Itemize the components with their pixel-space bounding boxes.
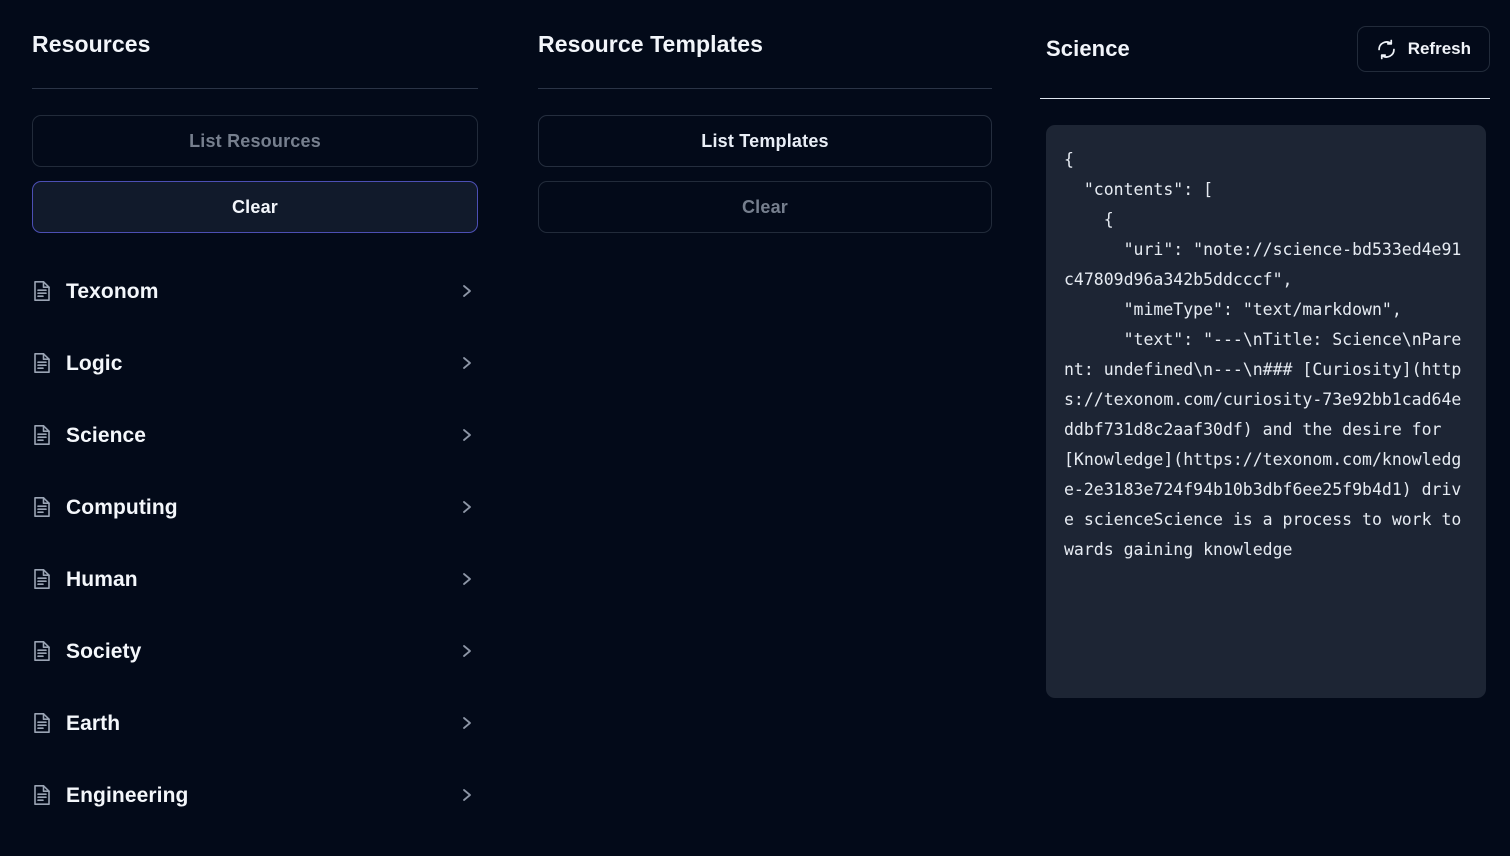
list-item[interactable]: Society xyxy=(32,615,478,687)
refresh-icon xyxy=(1376,39,1397,60)
list-item-label: Texonom xyxy=(66,279,159,303)
templates-title: Resource Templates xyxy=(538,30,764,57)
chevron-right-icon xyxy=(460,425,474,445)
resources-header-divider xyxy=(32,88,478,89)
detail-title: Science xyxy=(1046,36,1130,61)
chevron-right-icon xyxy=(460,281,474,301)
resources-panel: Resources List Resources Clear Texonom xyxy=(0,0,510,856)
list-item[interactable]: Texonom xyxy=(32,255,478,327)
list-item[interactable]: Computing xyxy=(32,471,478,543)
list-templates-button[interactable]: List Templates xyxy=(538,115,992,167)
resource-templates-panel: Resource Templates List Templates Clear xyxy=(510,0,1020,856)
resource-list: Texonom Logic xyxy=(32,233,478,831)
detail-header: Science Refresh xyxy=(1040,0,1490,98)
document-icon xyxy=(32,640,52,662)
chevron-right-icon xyxy=(460,569,474,589)
document-icon xyxy=(32,568,52,590)
chevron-right-icon xyxy=(460,713,474,733)
detail-header-divider xyxy=(1040,98,1490,99)
refresh-label: Refresh xyxy=(1407,39,1471,58)
resources-title: Resources xyxy=(32,30,151,57)
resource-content-json: { "contents": [ { "uri": "note://science… xyxy=(1064,150,1462,559)
resource-detail-panel: Science Refresh { "contents": [ { "uri":… xyxy=(1020,0,1510,856)
resources-clear-button[interactable]: Clear xyxy=(32,181,478,233)
refresh-button[interactable]: Refresh xyxy=(1356,26,1490,72)
chevron-right-icon xyxy=(460,785,474,805)
templates-clear-button[interactable]: Clear xyxy=(538,181,992,233)
document-icon xyxy=(32,784,52,806)
chevron-right-icon xyxy=(460,497,474,517)
templates-header-divider xyxy=(538,88,992,89)
document-icon xyxy=(32,352,52,374)
resources-actions: List Resources Clear xyxy=(32,89,478,233)
list-resources-button[interactable]: List Resources xyxy=(32,115,478,167)
resources-header: Resources xyxy=(32,0,478,88)
document-icon xyxy=(32,496,52,518)
list-item[interactable]: Logic xyxy=(32,327,478,399)
document-icon xyxy=(32,712,52,734)
list-item-label: Computing xyxy=(66,495,178,519)
document-icon xyxy=(32,280,52,302)
chevron-right-icon xyxy=(460,641,474,661)
document-icon xyxy=(32,424,52,446)
list-item-label: Human xyxy=(66,567,138,591)
list-item[interactable]: Science xyxy=(32,399,478,471)
resource-content-viewer[interactable]: { "contents": [ { "uri": "note://science… xyxy=(1046,125,1486,698)
list-item-label: Science xyxy=(66,423,147,447)
list-item-label: Logic xyxy=(66,351,123,375)
chevron-right-icon xyxy=(460,353,474,373)
list-item[interactable]: Earth xyxy=(32,687,478,759)
list-item-label: Society xyxy=(66,639,142,663)
list-item[interactable]: Human xyxy=(32,543,478,615)
list-item-label: Earth xyxy=(66,711,121,735)
list-item-label: Engineering xyxy=(66,783,189,807)
templates-actions: List Templates Clear xyxy=(538,89,992,233)
list-item[interactable]: Engineering xyxy=(32,759,478,831)
templates-header: Resource Templates xyxy=(538,0,992,88)
